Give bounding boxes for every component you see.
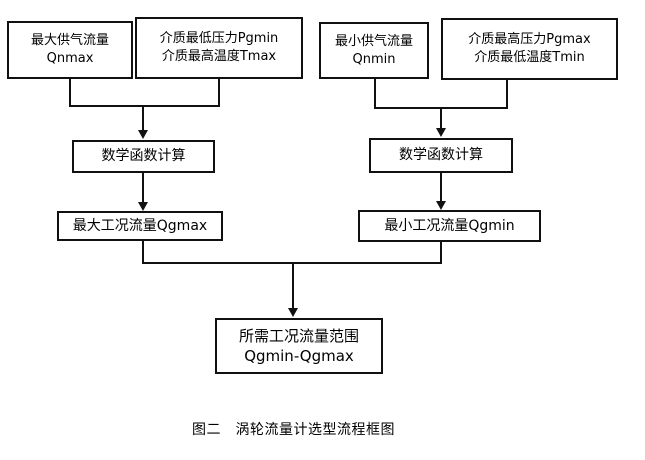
node-qgmin: 最小工况流量Qgmin bbox=[358, 210, 541, 242]
connector-pgmin-tmax-drop bbox=[218, 79, 220, 107]
node-qgmax: 最大工况流量Qgmax bbox=[57, 211, 223, 241]
arrowhead-result bbox=[288, 308, 298, 317]
connector-qnmax-drop bbox=[69, 79, 71, 107]
node-result: 所需工况流量范围 Qgmin-Qgmax bbox=[215, 318, 383, 374]
node-qnmax-line1: 最大供气流量 bbox=[30, 33, 109, 49]
node-qgmax-label: 最大工况流量Qgmax bbox=[72, 217, 208, 234]
connector-qnmin-drop bbox=[374, 79, 376, 109]
node-calc-right-label: 数学函数计算 bbox=[399, 147, 483, 164]
arrowhead-qgmin bbox=[436, 201, 446, 210]
connector-right-merge-stem bbox=[440, 107, 442, 130]
node-qnmax: 最大供气流量 Qnmax bbox=[7, 21, 133, 79]
figure-caption: 图二 涡轮流量计选型流程框图 bbox=[192, 422, 395, 438]
node-result-line1: 所需工况流量范围 bbox=[238, 326, 359, 345]
connector-left-merge-bar bbox=[69, 105, 220, 107]
arrowhead-right-calc bbox=[436, 128, 446, 137]
connector-pgmax-tmin-drop bbox=[506, 80, 508, 109]
connector-qgmax-drop bbox=[142, 241, 144, 264]
arrowhead-qgmax bbox=[138, 202, 148, 211]
node-result-line2: Qgmin-Qgmax bbox=[244, 347, 354, 365]
node-pgmax-tmin-line1: 介质最高压力Pgmax bbox=[468, 32, 591, 48]
node-qnmin-line2: Qnmin bbox=[352, 51, 396, 67]
connector-calcleft-to-qgmax bbox=[142, 173, 144, 204]
node-qgmin-label: 最小工况流量Qgmin bbox=[384, 217, 515, 234]
node-calc-right: 数学函数计算 bbox=[369, 138, 513, 173]
connector-qgmin-drop bbox=[440, 242, 442, 264]
node-pgmin-tmax-line1: 介质最低压力Pgmin bbox=[159, 31, 279, 47]
node-calc-left: 数学函数计算 bbox=[72, 140, 215, 173]
node-qnmin-line1: 最小供气流量 bbox=[334, 33, 413, 49]
node-pgmin-tmax: 介质最低压力Pgmin 介质最高温度Tmax bbox=[135, 17, 303, 79]
node-pgmax-tmin-line2: 介质最低温度Tmin bbox=[474, 50, 585, 65]
connector-left-merge-stem bbox=[142, 105, 144, 132]
node-pgmin-tmax-line2: 介质最高温度Tmax bbox=[161, 49, 277, 64]
node-qnmin: 最小供气流量 Qnmin bbox=[319, 22, 429, 79]
node-pgmax-tmin: 介质最高压力Pgmax 介质最低温度Tmin bbox=[441, 18, 618, 80]
node-calc-left-label: 数学函数计算 bbox=[101, 148, 186, 165]
connector-bottom-merge-stem bbox=[292, 262, 294, 310]
arrowhead-left-calc bbox=[138, 130, 148, 139]
node-qnmax-line2: Qnmax bbox=[46, 51, 94, 66]
connector-calcright-to-qgmin bbox=[440, 173, 442, 203]
